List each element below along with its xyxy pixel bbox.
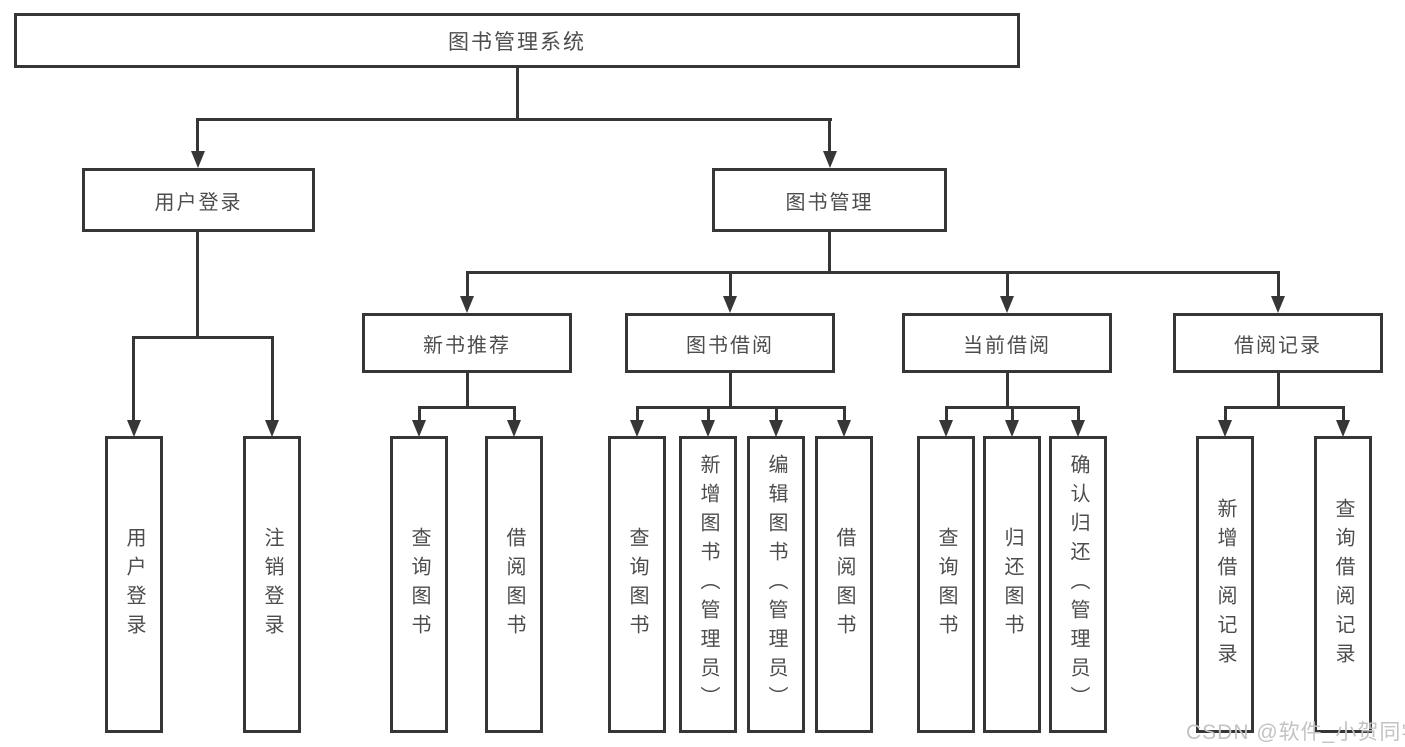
node-leaf-query-books-3: 查询图书 (917, 436, 975, 733)
connector-borrow-drop-3 (775, 406, 778, 422)
arrow-down-icon (1000, 296, 1014, 313)
connector-bookmgmt-stem (828, 232, 831, 273)
node-current-borrow-label: 当前借阅 (963, 334, 1051, 357)
connector-borrow-drop-4 (843, 406, 846, 422)
connector-userlogin-drop-2 (271, 336, 274, 421)
node-user-login-label: 用户登录 (154, 191, 243, 214)
connector-current-drop-2 (1011, 406, 1014, 422)
connector-current-stem (1006, 373, 1009, 407)
node-leaf-query-borrow-record: 查询借阅记录 (1314, 436, 1372, 733)
node-root-label: 图书管理系统 (448, 30, 586, 54)
node-leaf-edit-books-admin-label: 编辑图书（管理员） (765, 454, 787, 715)
connector-borrow-drop-2 (707, 406, 710, 422)
connector-bookmgmt-drop-4 (1277, 271, 1280, 298)
connector-root-drop-right (828, 118, 831, 152)
node-leaf-add-books-admin: 新增图书（管理员） (679, 436, 737, 733)
connector-userlogin-stem (196, 232, 199, 336)
node-root: 图书管理系统 (14, 13, 1020, 68)
arrow-down-icon (837, 420, 851, 437)
connector-root-stem (516, 68, 519, 118)
node-leaf-borrow-books-1: 借阅图书 (485, 436, 543, 733)
node-leaf-edit-books-admin: 编辑图书（管理员） (747, 436, 805, 733)
node-borrow-records-label: 借阅记录 (1234, 334, 1322, 357)
connector-borrow-stem (729, 373, 732, 407)
connector-root-rail (196, 118, 832, 121)
node-new-book-recommend: 新书推荐 (362, 313, 572, 373)
arrow-down-icon (127, 420, 141, 437)
connector-newbook-drop-2 (513, 406, 516, 422)
node-new-book-recommend-label: 新书推荐 (423, 334, 511, 357)
node-leaf-query-books-2: 查询图书 (608, 436, 666, 733)
connector-bookmgmt-drop-2 (729, 271, 732, 298)
connector-records-stem (1277, 373, 1280, 407)
node-borrow-records: 借阅记录 (1173, 313, 1383, 373)
node-book-borrow: 图书借阅 (625, 313, 835, 373)
node-leaf-logout-label: 注销登录 (261, 526, 283, 643)
node-leaf-user-login: 用户登录 (105, 436, 163, 733)
connector-newbook-drop-1 (418, 406, 421, 422)
connector-records-drop-1 (1224, 406, 1227, 422)
arrow-down-icon (265, 420, 279, 437)
connector-current-drop-1 (945, 406, 948, 422)
arrow-down-icon (460, 296, 474, 313)
connector-userlogin-drop-1 (132, 336, 135, 421)
node-leaf-user-login-label: 用户登录 (123, 526, 145, 643)
arrow-down-icon (1271, 296, 1285, 313)
arrow-down-icon (1218, 420, 1232, 437)
arrow-down-icon (823, 151, 837, 168)
connector-bookmgmt-drop-1 (466, 271, 469, 298)
arrow-down-icon (412, 420, 426, 437)
connector-newbook-stem (466, 373, 469, 407)
connector-records-rail (1224, 406, 1344, 409)
connector-current-drop-3 (1077, 406, 1080, 422)
arrow-down-icon (701, 420, 715, 437)
node-leaf-query-borrow-record-label: 查询借阅记录 (1332, 497, 1354, 672)
node-current-borrow: 当前借阅 (902, 313, 1112, 373)
node-leaf-query-books-2-label: 查询图书 (626, 526, 648, 643)
arrow-down-icon (723, 296, 737, 313)
node-book-management: 图书管理 (712, 168, 947, 232)
arrow-down-icon (1071, 420, 1085, 437)
connector-borrow-drop-1 (636, 406, 639, 422)
arrow-down-icon (191, 151, 205, 168)
connector-borrow-rail (636, 406, 846, 409)
node-leaf-query-books-3-label: 查询图书 (935, 526, 957, 643)
node-leaf-add-borrow-record: 新增借阅记录 (1196, 436, 1254, 733)
node-book-borrow-label: 图书借阅 (686, 334, 774, 357)
arrow-down-icon (939, 420, 953, 437)
node-book-management-label: 图书管理 (785, 191, 874, 214)
arrow-down-icon (1336, 420, 1350, 437)
arrow-down-icon (769, 420, 783, 437)
node-leaf-query-books-1: 查询图书 (390, 436, 448, 733)
node-leaf-borrow-books-2: 借阅图书 (815, 436, 873, 733)
arrow-down-icon (507, 420, 521, 437)
watermark: CSDN @软件_小贺同学 (1186, 721, 1405, 744)
connector-records-drop-2 (1342, 406, 1345, 422)
connector-bookmgmt-drop-3 (1006, 271, 1009, 298)
node-leaf-confirm-return-admin: 确认归还（管理员） (1049, 436, 1107, 733)
arrow-down-icon (1005, 420, 1019, 437)
node-leaf-add-books-admin-label: 新增图书（管理员） (697, 454, 719, 715)
arrow-down-icon (630, 420, 644, 437)
connector-bookmgmt-rail (466, 271, 1279, 274)
node-leaf-borrow-books-1-label: 借阅图书 (503, 526, 525, 643)
connector-newbook-rail (418, 406, 515, 409)
node-leaf-add-borrow-record-label: 新增借阅记录 (1214, 497, 1236, 672)
connector-root-drop-left (196, 118, 199, 152)
node-leaf-return-books: 归还图书 (983, 436, 1041, 733)
node-leaf-query-books-1-label: 查询图书 (408, 526, 430, 643)
node-leaf-confirm-return-admin-label: 确认归还（管理员） (1067, 454, 1089, 715)
connector-userlogin-rail (132, 336, 274, 339)
node-leaf-logout: 注销登录 (243, 436, 301, 733)
node-leaf-return-books-label: 归还图书 (1001, 526, 1023, 643)
node-user-login: 用户登录 (82, 168, 315, 232)
node-leaf-borrow-books-2-label: 借阅图书 (833, 526, 855, 643)
